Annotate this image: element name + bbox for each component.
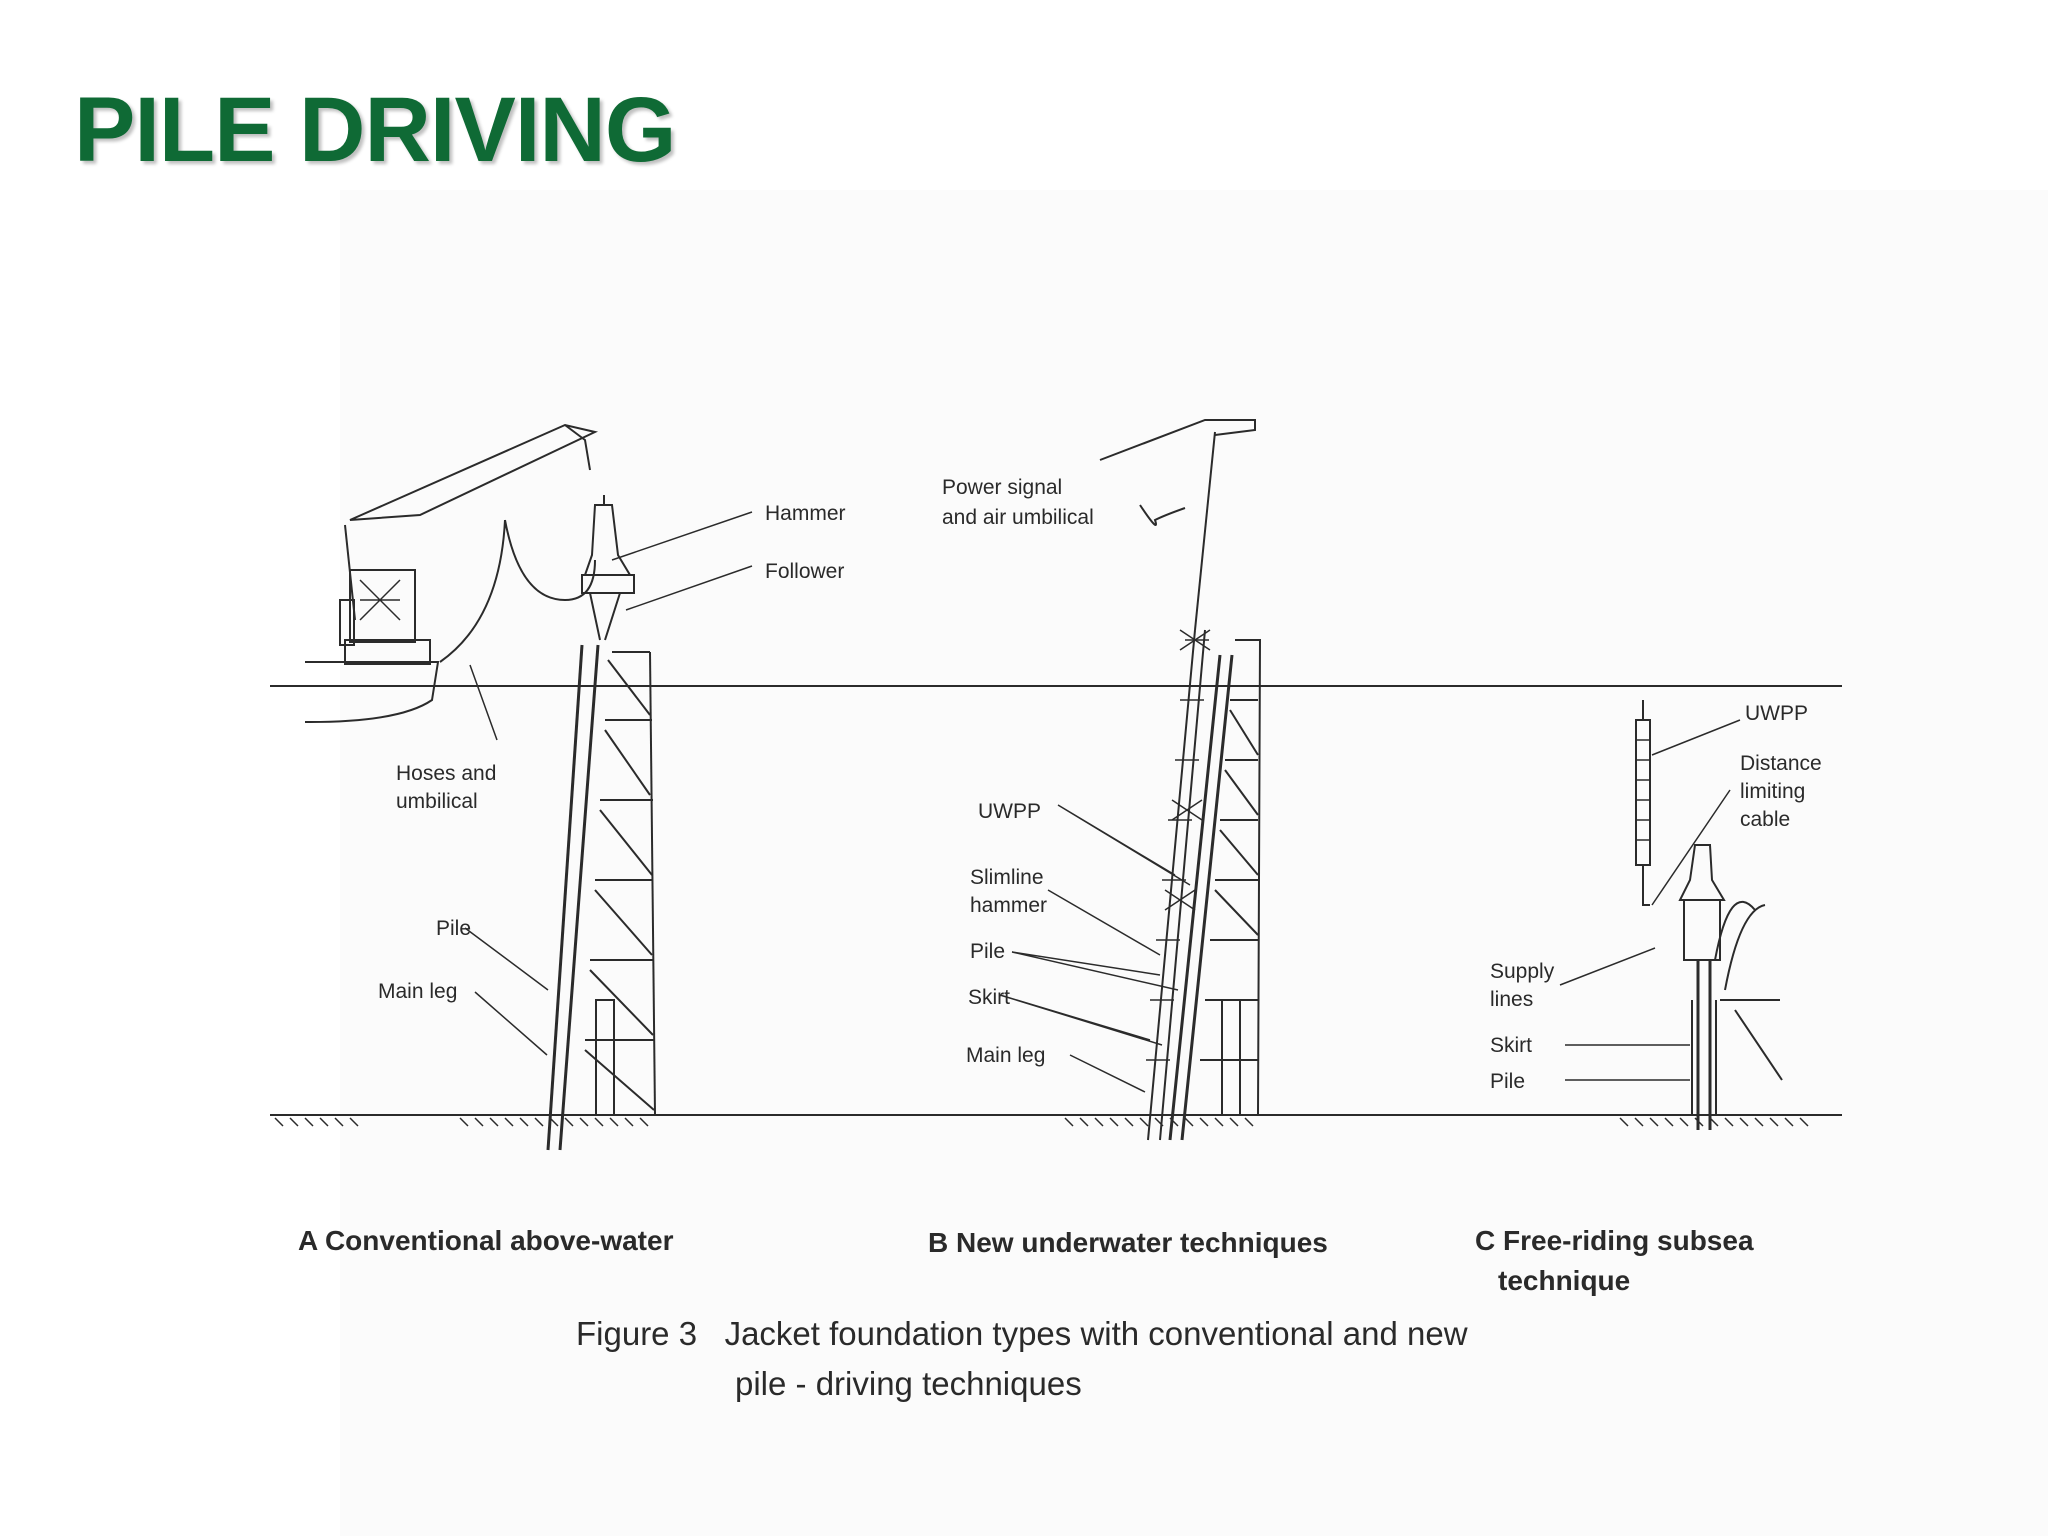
caption-panel-c-line1: C Free-riding subsea (1475, 1225, 1754, 1256)
caption-panel-b: B New underwater techniques (928, 1227, 1328, 1258)
caption-panel-a: A Conventional above-water (298, 1225, 674, 1256)
figure-caption-line2: pile - driving techniques (735, 1365, 1082, 1402)
label-supply-line2: lines (1490, 988, 1533, 1011)
label-hammer: Hammer (765, 502, 846, 525)
label-hoses-line1: Hoses and (396, 762, 496, 785)
label-power-line2: and air umbilical (942, 506, 1094, 529)
panel-b-drawing (999, 419, 1262, 1141)
figure-background (340, 190, 2048, 1536)
label-skirt-b: Skirt (968, 986, 1010, 1009)
label-hoses-line2: umbilical (396, 790, 478, 813)
caption-panel-c-line2: technique (1498, 1265, 1630, 1296)
label-skirt-c: Skirt (1490, 1034, 1532, 1057)
label-slimline-line2: hammer (970, 894, 1047, 917)
label-distance-line1: Distance (1740, 752, 1822, 775)
slide-title: PILE DRIVING (74, 79, 676, 181)
label-main-leg-b: Main leg (966, 1044, 1045, 1067)
label-pile-b: Pile (970, 940, 1005, 963)
figure-caption-line1: Figure 3 Jacket foundation types with co… (576, 1315, 1468, 1352)
label-pile-c: Pile (1490, 1070, 1525, 1093)
label-distance-line3: cable (1740, 808, 1790, 831)
label-pile-a: Pile (436, 917, 471, 940)
label-distance-line2: limiting (1740, 780, 1805, 803)
label-follower: Follower (765, 560, 844, 583)
label-supply-line1: Supply (1490, 960, 1555, 983)
label-uwpp-b: UWPP (978, 800, 1041, 823)
seabed-line (270, 1114, 1842, 1127)
panel-c-drawing (1559, 700, 1783, 1130)
label-slimline-line1: Slimline (970, 866, 1044, 889)
label-power-line1: Power signal (942, 476, 1062, 499)
label-uwpp-c: UWPP (1745, 702, 1808, 725)
label-main-leg-a: Main leg (378, 980, 457, 1003)
panel-a-drawing (305, 423, 753, 1151)
